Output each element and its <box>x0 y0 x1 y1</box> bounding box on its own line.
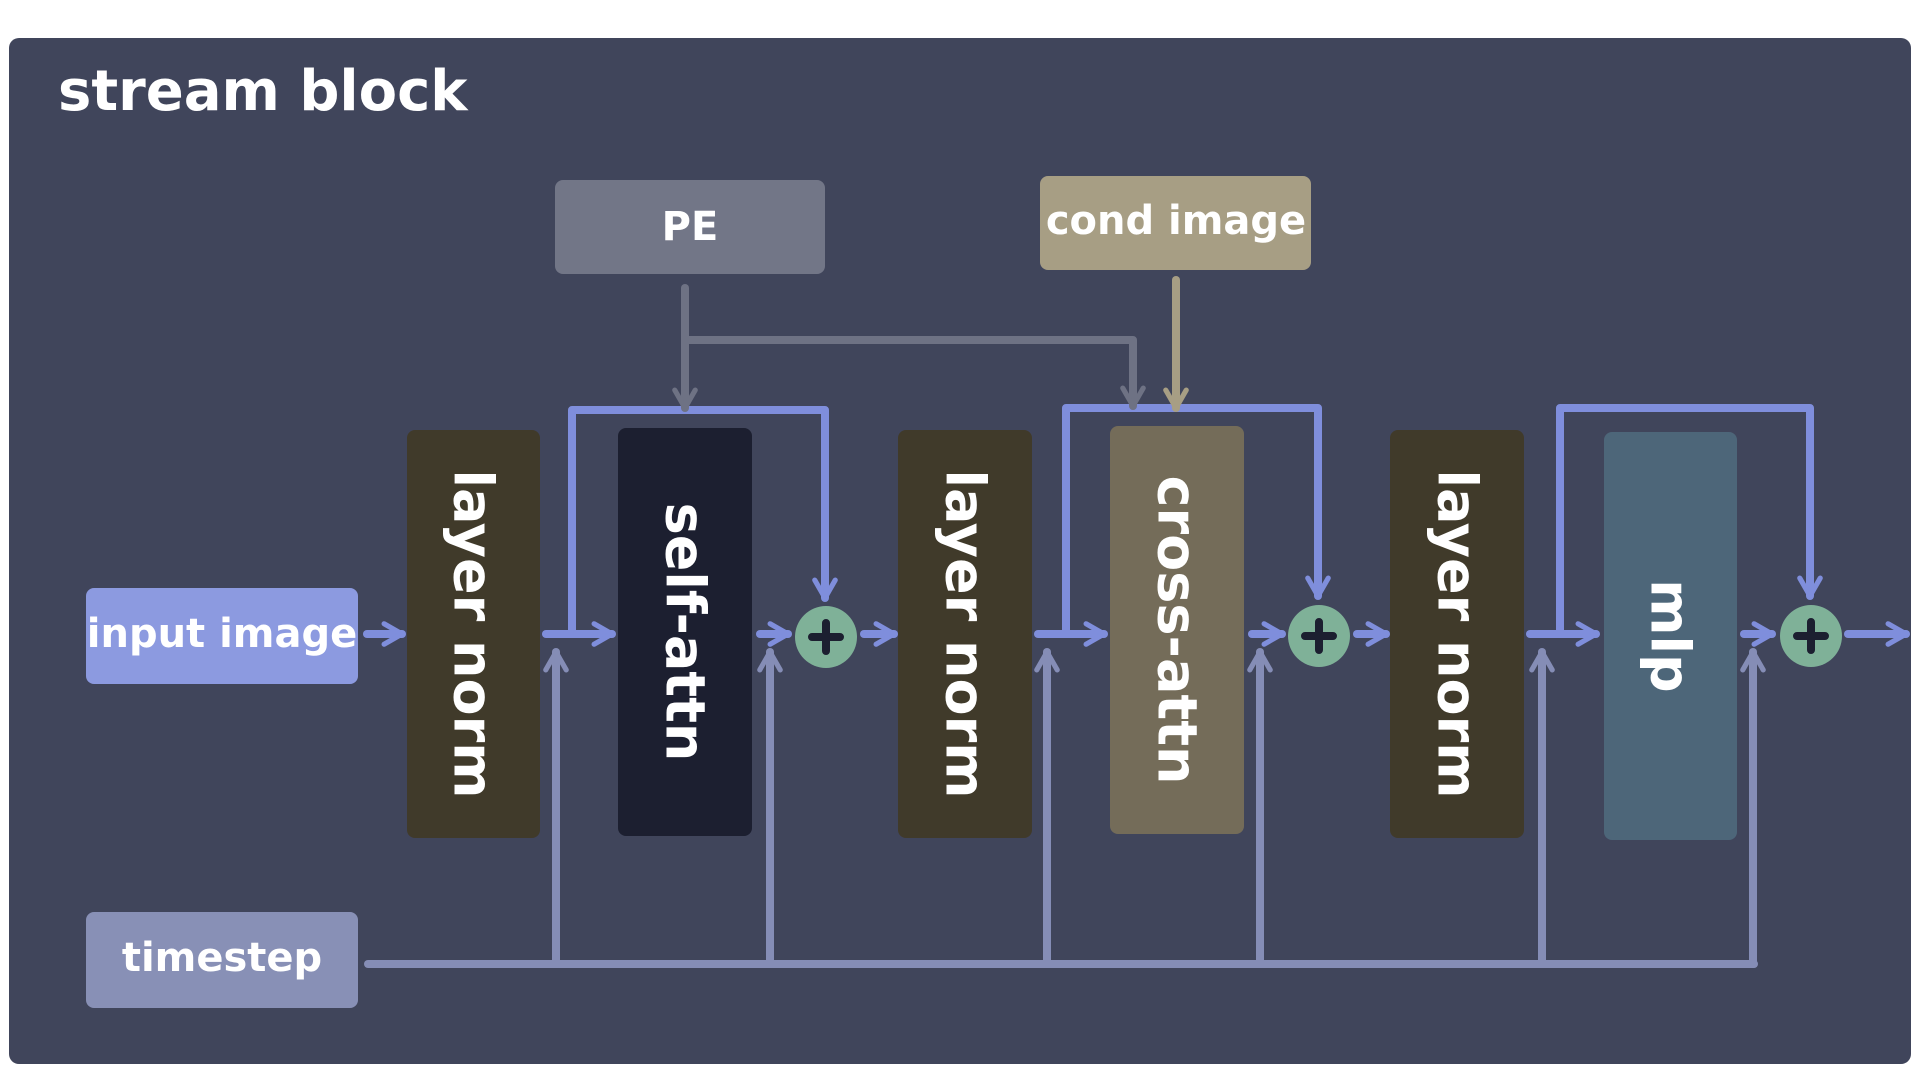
timestep-label: timestep <box>122 935 322 981</box>
input-image-label: input image <box>87 611 358 657</box>
input-image-box: input image <box>86 588 358 684</box>
adder-icon-3 <box>1780 605 1842 667</box>
layer-norm-label-3: layer norm <box>1426 470 1489 799</box>
self-attn-block: self-attn <box>618 428 752 836</box>
mlp-label: mlp <box>1639 579 1702 692</box>
pe-label: PE <box>662 204 719 250</box>
pe-box: PE <box>555 180 825 274</box>
self-attn-label: self-attn <box>654 503 717 762</box>
residual-connections <box>568 404 1823 638</box>
layer-norm-block-3: layer norm <box>1390 430 1524 838</box>
panel-title: stream block <box>58 59 469 124</box>
cross-attn-label: cross-attn <box>1146 476 1209 785</box>
layer-norm-block-2: layer norm <box>898 430 1032 838</box>
pe-connections <box>672 284 1146 412</box>
mlp-block: mlp <box>1604 432 1737 840</box>
adder-icon-2 <box>1288 605 1350 667</box>
timestep-box: timestep <box>86 912 358 1008</box>
timestep-connections <box>364 648 1766 968</box>
cond-image-label: cond image <box>1046 198 1306 244</box>
adder-icon-1 <box>795 606 857 668</box>
cross-attn-block: cross-attn <box>1110 426 1244 834</box>
layer-norm-label-1: layer norm <box>442 470 505 799</box>
layer-norm-label-2: layer norm <box>934 470 997 799</box>
cond-image-box: cond image <box>1040 176 1311 270</box>
layer-norm-block-1: layer norm <box>407 430 540 838</box>
